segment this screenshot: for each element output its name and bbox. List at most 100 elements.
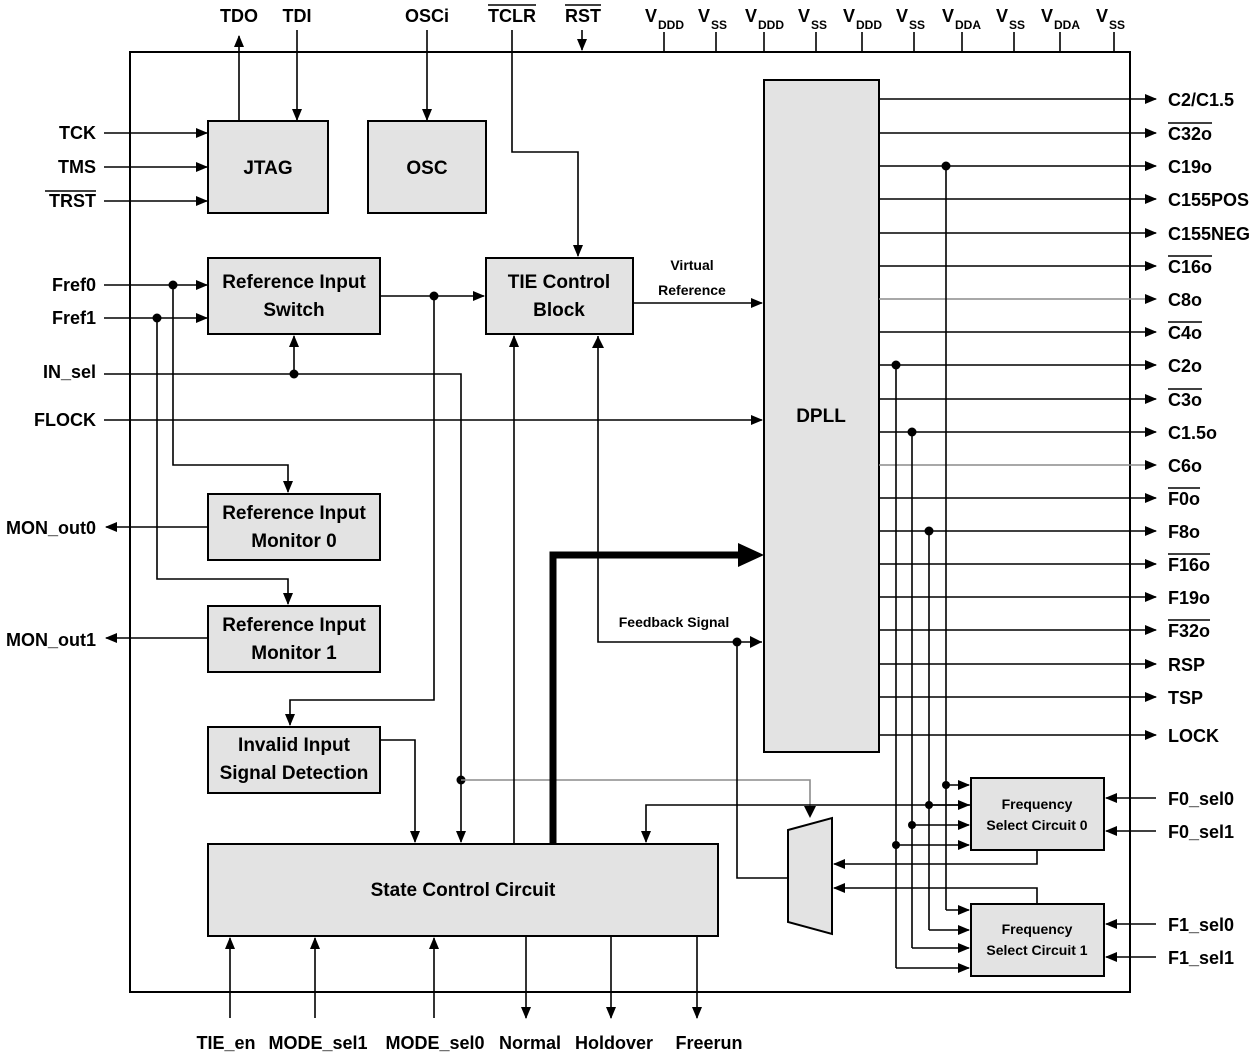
svg-text:V: V (745, 6, 757, 26)
switch-to-invalid-detect (285, 296, 435, 726)
pin-osci: OSCi (405, 6, 449, 26)
invalid-detection-block: Invalid Input Signal Detection (207, 726, 381, 794)
pin-mode-sel0: MODE_sel0 (385, 1033, 484, 1053)
pin-mon-out1: MON_out1 (6, 630, 96, 650)
pin-fref1: Fref1 (52, 308, 96, 328)
pin-in-sel: IN_sel (43, 362, 96, 382)
pin-tck: TCK (59, 123, 96, 143)
output-pin-rsp: RSP (1168, 655, 1205, 675)
dpll-label: DPLL (796, 406, 846, 427)
fref1-to-monitor1 (156, 318, 293, 605)
state-control-block: State Control Circuit (207, 843, 719, 937)
freq0-to-mux-wire (833, 850, 1038, 869)
svg-text:V: V (1096, 6, 1108, 26)
monitor0-label-2: Monitor 0 (251, 531, 337, 552)
output-pin-lock: LOCK (1168, 726, 1219, 746)
monitor1-label-2: Monitor 1 (251, 643, 337, 664)
output-pin-c155pos: C155POS (1168, 190, 1249, 210)
right-output-wires (879, 94, 1157, 740)
output-pin-c1-5o: C1.5o (1168, 423, 1217, 443)
pin-tdi: TDI (283, 6, 312, 26)
output-pin-f8o: F8o (1168, 522, 1200, 542)
svg-text:SS: SS (909, 18, 925, 32)
in-sel-to-mux (461, 779, 811, 808)
osc-block: OSC (367, 120, 487, 214)
pin-f1-sel1: F1_sel1 (1168, 948, 1234, 968)
pin-fref0: Fref0 (52, 275, 96, 295)
tie-control-block: TIE Control Block (485, 257, 634, 335)
svg-text:V: V (843, 6, 855, 26)
state-to-dpll-bus (549, 551, 744, 844)
jtag-label: JTAG (243, 158, 292, 179)
output-pin-c2o: C2o (1168, 356, 1202, 376)
reference-switch-block: Reference Input Switch (207, 257, 381, 335)
state-control-label: State Control Circuit (371, 880, 556, 901)
mux-select-arrow (804, 806, 816, 818)
pin-rst: RST (565, 6, 601, 26)
invalid-to-state-wire (380, 739, 420, 843)
output-pin-c3o: C3o (1168, 390, 1202, 410)
svg-text:DDA: DDA (955, 18, 981, 32)
right-output-labels: C2/C1.5C32oC19oC155POSC155NEGC16oC8oC4oC… (1168, 90, 1250, 746)
invalid-detection-label-2: Signal Detection (220, 763, 369, 784)
pin-tie-en: TIE_en (196, 1033, 255, 1053)
reference-monitor1-block: Reference Input Monitor 1 (207, 605, 381, 673)
virtual-reference-label-1: Virtual (670, 257, 713, 273)
pin-mon-out0: MON_out0 (6, 518, 96, 538)
pin-normal: Normal (499, 1033, 561, 1053)
pin-f0-sel1: F0_sel1 (1168, 822, 1234, 842)
freq1-to-mux-wire (833, 883, 1038, 904)
mux-to-feedback (736, 642, 788, 879)
tie-control-label-2: Block (533, 300, 585, 321)
pin-tms: TMS (58, 157, 96, 177)
tie-control-label-1: TIE Control (508, 272, 610, 293)
feedback-right-arrow (750, 636, 762, 648)
output-pin-f19o: F19o (1168, 588, 1210, 608)
pin-mode-sel1: MODE_sel1 (268, 1033, 367, 1053)
svg-text:V: V (996, 6, 1008, 26)
reference-switch-label-2: Switch (263, 300, 324, 321)
virtual-reference-label-2: Reference (658, 282, 726, 298)
pin-tdo: TDO (220, 6, 258, 26)
freq-select0-label-1: Frequency (1002, 796, 1073, 812)
output-pin-c8o: C8o (1168, 290, 1202, 310)
svg-text:DDD: DDD (856, 18, 882, 32)
svg-text:DDD: DDD (758, 18, 784, 32)
freq-select0-block: Frequency Select Circuit 0 (970, 777, 1105, 851)
output-pin-c2-c1-5: C2/C1.5 (1168, 90, 1234, 110)
svg-text:V: V (942, 6, 954, 26)
output-pin-c16o: C16o (1168, 257, 1212, 277)
jtag-block: JTAG (207, 120, 329, 214)
in-sel-wire (104, 373, 466, 843)
freq-select1-label-2: Select Circuit 1 (986, 942, 1087, 958)
svg-text:V: V (645, 6, 657, 26)
svg-text:V: V (1041, 6, 1053, 26)
output-pin-c155neg: C155NEG (1168, 224, 1250, 244)
feedback-label: Feedback Signal (619, 614, 729, 630)
svg-text:V: V (896, 6, 908, 26)
supply-pin-ticks (663, 32, 1115, 52)
svg-text:SS: SS (1109, 18, 1125, 32)
monitor1-label-1: Reference Input (222, 615, 366, 636)
output-pin-f32o: F32o (1168, 621, 1210, 641)
svg-text:V: V (698, 6, 710, 26)
feedback-wire (597, 336, 762, 643)
freq0-to-state-wire (641, 804, 971, 843)
freq-select1-label-1: Frequency (1002, 921, 1073, 937)
freq-select0-label-2: Select Circuit 0 (986, 817, 1087, 833)
output-pin-f0o: F0o (1168, 489, 1200, 509)
pin-holdover: Holdover (575, 1033, 653, 1053)
fref0-to-monitor0 (172, 285, 293, 493)
tclr-wire (511, 30, 583, 257)
output-pin-c4o: C4o (1168, 323, 1202, 343)
invalid-detection-label-1: Invalid Input (238, 735, 351, 756)
